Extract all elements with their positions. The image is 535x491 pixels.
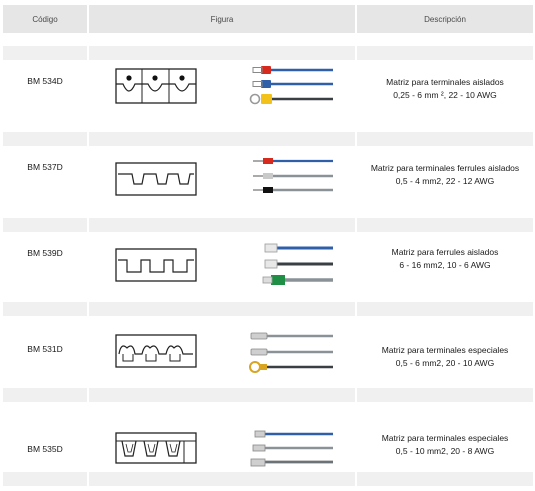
description-line-1: Matriz para terminales especiales <box>381 433 509 443</box>
separator-band <box>3 132 533 146</box>
separator-band <box>3 472 533 486</box>
description-line-2: 6 - 16 mm2, 10 - 6 AWG <box>399 260 491 270</box>
die-profile-large-ferrules <box>115 248 197 282</box>
description-line-2: 0,5 - 10 mm2, 20 - 8 AWG <box>395 446 495 456</box>
separator-band <box>3 302 533 316</box>
table-row: BM 539D Matriz para ferrules aislados 6 … <box>3 232 533 302</box>
description-line-2: 0,5 - 6 mm2, 20 - 10 AWG <box>395 358 495 368</box>
description-line-1: Matriz para terminales especiales <box>381 345 509 355</box>
table-row: BM 537D Matriz para terminales ferrules … <box>3 146 533 218</box>
terminal-samples-image <box>249 66 333 105</box>
separator-band <box>3 218 533 232</box>
separator-band <box>3 388 533 402</box>
die-profile-insulated-terminals <box>115 68 197 104</box>
die-profile-special-terminals <box>115 334 197 368</box>
column-header-code: Código <box>3 5 87 33</box>
product-code: BM 534D <box>27 76 63 86</box>
description-line-1: Matriz para terminales ferrules aislados <box>370 163 520 173</box>
product-code: BM 537D <box>27 162 63 172</box>
table-row: BM 535D Matriz para terminales especiale… <box>3 402 533 472</box>
product-code: BM 531D <box>27 344 63 354</box>
description-line-2: 0,25 - 6 mm ², 22 - 10 AWG <box>393 90 497 100</box>
product-code: BM 535D <box>27 444 63 454</box>
die-profile-ferrules <box>115 162 197 196</box>
column-header-description: Descripción <box>357 5 533 33</box>
table-row: BM 534D Matriz para terminales aislados … <box>3 60 533 132</box>
product-code: BM 539D <box>27 248 63 258</box>
column-header-figure: Figura <box>89 5 355 33</box>
description-line-2: 0,5 - 4 mm2, 22 - 12 AWG <box>395 176 495 186</box>
table-row: BM 531D Matriz para terminales especiale… <box>3 316 533 388</box>
die-profile-special-terminals-large <box>115 432 197 464</box>
terminal-samples-image <box>262 243 333 285</box>
description-line-1: Matriz para ferrules aislados <box>391 247 499 257</box>
terminal-samples-image <box>253 158 333 193</box>
terminal-samples-image <box>250 430 333 467</box>
terminal-samples-image <box>249 332 333 373</box>
separator-band <box>3 46 533 60</box>
description-line-1: Matriz para terminales aislados <box>386 77 504 87</box>
